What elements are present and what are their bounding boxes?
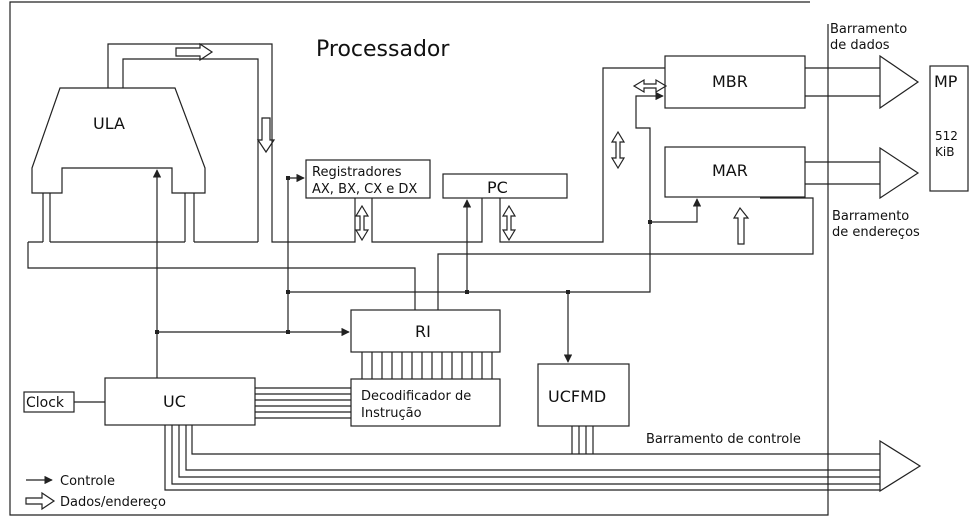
to-mbr-control-b xyxy=(635,91,664,222)
mar-address-lines xyxy=(805,161,880,185)
mar-block xyxy=(664,146,806,198)
decoder-block xyxy=(350,378,501,427)
address-bus-label-2: de endereços xyxy=(832,225,920,240)
ula-label: ULA xyxy=(93,114,125,133)
mar-address-arrow xyxy=(879,146,920,200)
pc-bidir-arrow xyxy=(501,204,517,242)
to-mbr-control xyxy=(467,198,702,293)
control-bus-lines xyxy=(164,425,880,491)
uc-label: UC xyxy=(163,392,186,411)
mbr-block xyxy=(664,55,806,109)
mbr-data-lines xyxy=(805,67,880,97)
mp-size-label-2: KiB xyxy=(935,145,954,159)
registers-label-2: AX, BX, CX e DX xyxy=(312,182,417,197)
legend-control-label: Controle xyxy=(60,474,115,489)
clock-label: Clock xyxy=(26,395,65,411)
legend-data-label: Dados/endereço xyxy=(60,495,166,510)
mbr-left-bidir-arrow xyxy=(632,78,668,94)
ri-block xyxy=(350,309,501,353)
ula-output-bus xyxy=(107,43,280,243)
registers-bidir-arrow xyxy=(354,204,370,242)
registers-label-1: Registradores xyxy=(312,165,402,180)
mp-block xyxy=(929,65,969,192)
decoder-label-2: Instrução xyxy=(361,406,422,421)
mbr-label: MBR xyxy=(712,72,748,91)
data-bus-label-1: Barramento xyxy=(830,22,907,37)
control-bus-arrow xyxy=(879,439,922,493)
ri-to-pc-control xyxy=(287,199,472,332)
to-registers-control xyxy=(287,173,305,292)
mar-up-arrow xyxy=(732,206,750,245)
decoder-label-1: Decodificador de xyxy=(361,389,471,404)
ucfmd-block xyxy=(537,363,630,427)
mp-label: MP xyxy=(934,72,958,91)
internal-bus xyxy=(27,67,814,310)
junction-dots xyxy=(155,176,652,334)
address-bus-label-1: Barramento xyxy=(832,209,909,224)
ula-down-arrow xyxy=(256,117,276,154)
bus-up-down-arrow xyxy=(610,130,626,170)
registers-block xyxy=(305,159,431,199)
pc-block xyxy=(442,173,568,199)
mar-label: MAR xyxy=(712,161,748,180)
ula-transfer-arrow xyxy=(175,42,214,62)
ucfmd-label: UCFMD xyxy=(548,387,606,406)
control-bus-label: Barramento de controle xyxy=(646,432,801,447)
ri-decoder-lines xyxy=(361,352,493,379)
decoder-uc-lines xyxy=(255,387,351,419)
ula-block xyxy=(31,87,206,194)
mp-size-label-1: 512 xyxy=(935,129,958,143)
pc-label: PC xyxy=(487,178,508,197)
ula-input-bus xyxy=(42,193,195,242)
legend-data-mark xyxy=(25,491,56,511)
data-bus-label-2: de dados xyxy=(830,38,890,53)
processor-boundary xyxy=(9,1,829,516)
title-label: Processador xyxy=(316,37,450,62)
mbr-data-arrow xyxy=(879,54,920,110)
ri-label: RI xyxy=(415,322,431,341)
